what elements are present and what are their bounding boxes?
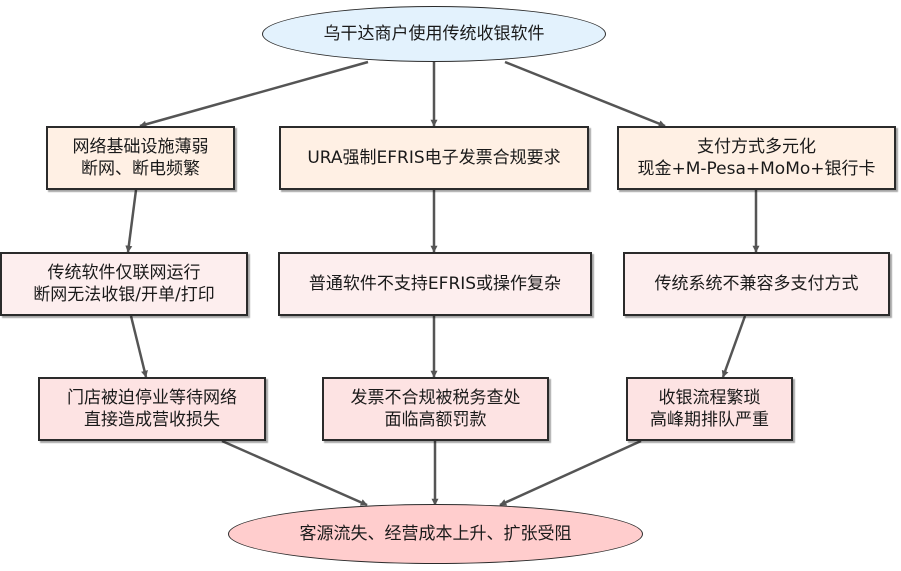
impact-efris-text-0: 发票不合规被税务查处 bbox=[350, 388, 521, 408]
root-node-text-0: 乌干达商户使用传统收银软件 bbox=[323, 24, 545, 44]
impact-efris-node: 发票不合规被税务查处 面临高额罚款 bbox=[322, 377, 549, 441]
cause-network-text-1: 断网、断电频繁 bbox=[81, 159, 200, 179]
impact-network-text-1: 直接造成营收损失 bbox=[84, 410, 220, 430]
issue-network-text-0: 传统软件仅联网运行 bbox=[47, 263, 201, 283]
edge-root-to-cause-network bbox=[139, 60, 369, 128]
cause-network-node: 网络基础设施薄弱 断网、断电频繁 bbox=[46, 126, 235, 190]
result-node-text-0: 客源流失、经营成本上升、扩张受阻 bbox=[299, 524, 572, 544]
impact-network-text-0: 门店被迫停业等待网络 bbox=[67, 388, 237, 408]
issue-payment-text-0: 传统系统不兼容多支付方式 bbox=[654, 274, 859, 294]
issue-efris-node: 普通软件不支持EFRIS或操作复杂 bbox=[278, 252, 592, 316]
edge-cause-network-to-issue-network bbox=[125, 189, 138, 253]
cause-payment-text-1: 现金+M-Pesa+MoMo+银行卡 bbox=[637, 159, 876, 179]
cause-network-text-0: 网络基础设施薄弱 bbox=[72, 137, 209, 157]
cause-efris-node: URA强制EFRIS电子发票合规要求 bbox=[279, 126, 589, 190]
issue-efris-text-0: 普通软件不支持EFRIS或操作复杂 bbox=[308, 274, 562, 294]
impact-efris-text-1: 面临高额罚款 bbox=[384, 410, 487, 430]
impact-network-node: 门店被迫停业等待网络 直接造成营收损失 bbox=[38, 377, 266, 441]
cause-efris-text-0: URA强制EFRIS电子发票合规要求 bbox=[307, 148, 561, 168]
issue-network-node: 传统软件仅联网运行 断网无法收银/开单/打印 bbox=[0, 252, 248, 316]
result-node: 客源流失、经营成本上升、扩张受阻 bbox=[228, 504, 643, 564]
edge-impact-network-to-result bbox=[221, 439, 368, 507]
root-node: 乌干达商户使用传统收银软件 bbox=[262, 6, 606, 62]
edge-impact-payment-to-result bbox=[499, 439, 642, 507]
cause-payment-text-0: 支付方式多元化 bbox=[697, 137, 816, 157]
issue-network-text-1: 断网无法收银/开单/打印 bbox=[33, 285, 215, 305]
edge-issue-payment-to-impact-payment bbox=[721, 315, 747, 378]
impact-payment-text-1: 高峰期排队严重 bbox=[650, 410, 769, 430]
edge-root-to-cause-payment bbox=[504, 60, 666, 128]
issue-payment-node: 传统系统不兼容多支付方式 bbox=[623, 252, 890, 316]
impact-payment-text-0: 收银流程繁琐 bbox=[658, 388, 761, 408]
edge-issue-network-to-impact-network bbox=[129, 315, 148, 378]
cause-payment-node: 支付方式多元化 现金+M-Pesa+MoMo+银行卡 bbox=[617, 126, 896, 190]
impact-payment-node: 收银流程繁琐 高峰期排队严重 bbox=[626, 377, 793, 441]
